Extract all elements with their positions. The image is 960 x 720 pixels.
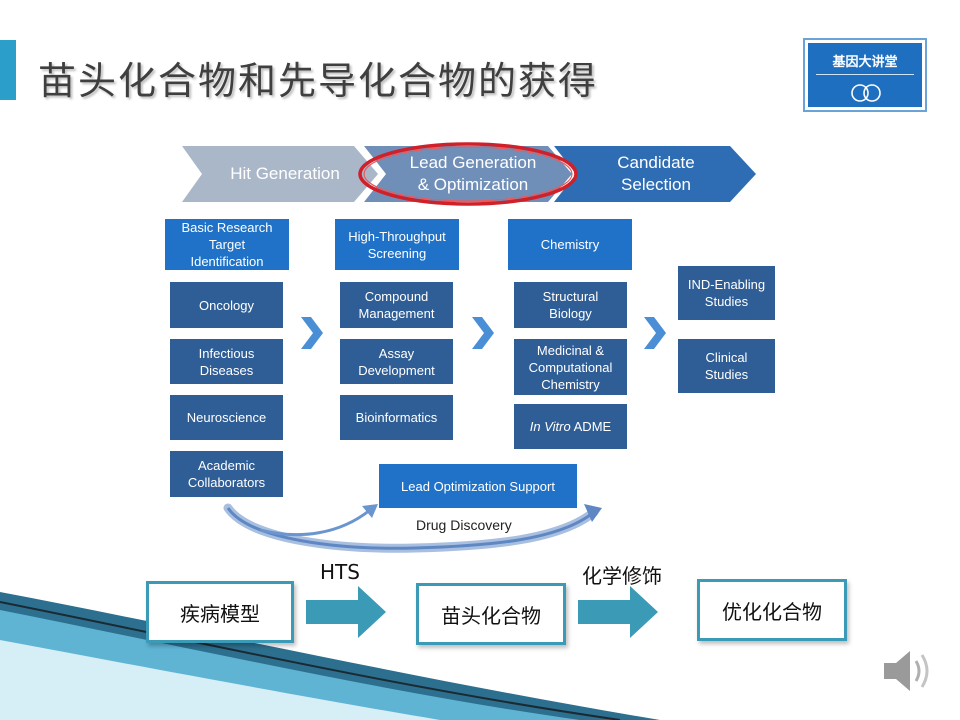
adme-text: ADME (570, 419, 612, 434)
column2-item: Assay Development (340, 339, 453, 384)
flow-arrow2-label: 化学修饰 (582, 564, 662, 588)
column2-item: Bioinformatics (340, 395, 453, 440)
in-vitro-italic-text: In Vitro (529, 419, 571, 434)
column1-item: Infectious Diseases (170, 339, 283, 384)
logo-text: 基因大讲堂 (832, 55, 898, 70)
logo-divider (816, 74, 914, 75)
lead-optimization-support-box: Lead Optimization Support (379, 464, 577, 508)
highlight-ring (358, 142, 578, 206)
column1-item: Neuroscience (170, 395, 283, 440)
chevron-right-icon (644, 317, 666, 349)
column2-header: High-Throughput Screening (335, 219, 459, 270)
title-accent-bar (0, 40, 16, 100)
column3-item: Structural Biology (514, 282, 627, 328)
column3-item: Medicinal & Computational Chemistry (514, 339, 627, 395)
drug-discovery-curve-arrow (223, 503, 602, 553)
flow-step-optimized-compound: 优化化合物 (697, 579, 847, 641)
column4-item: IND-Enabling Studies (678, 266, 775, 320)
drug-discovery-label: Drug Discovery (416, 517, 512, 533)
slide-title: 苗头化合物和先导化合物的获得 (38, 59, 599, 103)
column1-item: Oncology (170, 282, 283, 328)
logo-background: 基因大讲堂 (808, 43, 922, 107)
speaker-icon[interactable] (878, 643, 938, 699)
decorative-wave-shape (0, 592, 660, 720)
logo-mark-icon (851, 84, 881, 102)
column2-item: Compound Management (340, 282, 453, 328)
flow-arrow-right-icon (306, 586, 386, 638)
stage-hit-generation-label: Hit Generation (230, 164, 340, 183)
chevron-right-icon (301, 317, 323, 349)
column1-item: Academic Collaborators (170, 451, 283, 497)
column1-header: Basic Research Target Identification (165, 219, 289, 270)
stage-hit-generation-shape (182, 146, 378, 202)
column4-item: Clinical Studies (678, 339, 775, 393)
logo: 基因大讲堂 (803, 38, 927, 112)
flow-step-disease-model: 疾病模型 (146, 581, 294, 643)
stage-candidate-selection-label: Candidate Selection (617, 153, 695, 194)
stage-lead-generation-shape (364, 146, 572, 202)
stage-lead-generation-label: Lead Generation & Optimization (409, 153, 537, 194)
flow-step-hit-compound: 苗头化合物 (416, 583, 566, 645)
flow-arrow1-label: HTS (320, 560, 360, 584)
column3-header: Chemistry (508, 219, 632, 270)
chevron-right-icon (472, 317, 494, 349)
stage-candidate-selection-shape (554, 146, 756, 202)
flow-arrow-right-icon (578, 586, 658, 638)
column3-item-in-vitro-adme: In Vitro ADME (514, 404, 627, 449)
